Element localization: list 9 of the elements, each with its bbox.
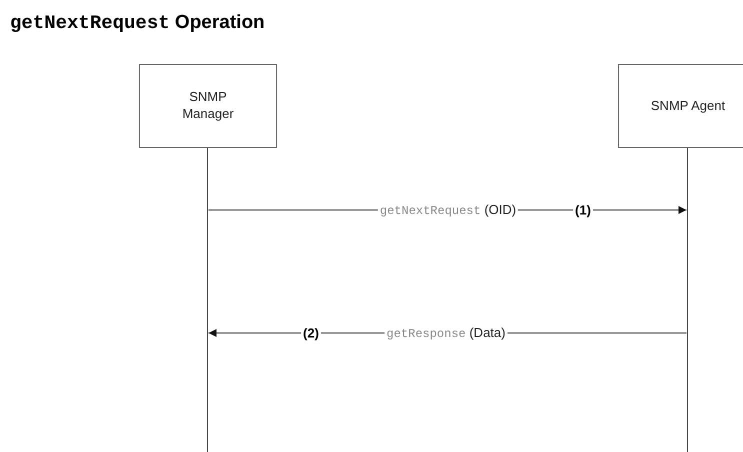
participant-box: SNMP Agent	[618, 64, 743, 148]
lifeline	[207, 148, 208, 452]
step-number: (2)	[301, 326, 321, 340]
lifeline	[687, 148, 688, 452]
message-label: getNextRequest (OID)	[378, 202, 518, 218]
participant-box: SNMP Manager	[139, 64, 277, 148]
diagram-title: getNextRequest Operation	[10, 12, 265, 34]
step-number: (1)	[573, 202, 593, 218]
message-label: getResponse (Data)	[384, 325, 508, 341]
